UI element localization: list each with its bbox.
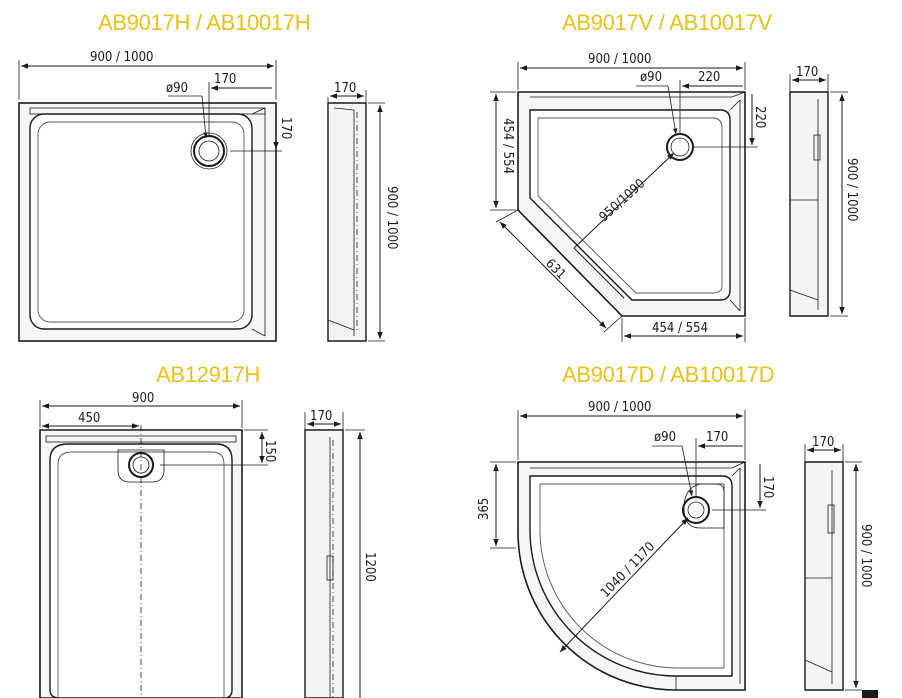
rect-tray-side-view: 170 1200 <box>304 409 377 698</box>
dim-square-width: 900 / 1000 <box>90 50 153 65</box>
quarter-tray-side-view: 170 900 / 1000 <box>804 435 873 691</box>
dim-pentagon-width: 900 / 1000 <box>588 52 651 67</box>
dim-quarter-drain: ø90 <box>654 430 676 445</box>
dim-square-offset-y: 170 <box>278 117 293 139</box>
dim-quarter-left: 365 <box>477 498 492 520</box>
dim-quarter-side-depth: 170 <box>812 435 834 450</box>
title-ab9017v: AB9017V / AB10017V <box>562 10 772 35</box>
dim-quarter-width: 900 / 1000 <box>588 400 651 415</box>
pentagon-tray-side-view: 170 900 / 1000 <box>789 65 859 317</box>
dim-square-drain: ø90 <box>166 81 188 96</box>
title-ab9017d: AB9017D / AB10017D <box>562 362 775 387</box>
dim-rect-half: 450 <box>78 411 100 426</box>
dim-pentagon-drain: ø90 <box>640 70 662 85</box>
dim-quarter-side-height: 900 / 1000 <box>858 524 873 587</box>
rect-tray-dimensions: 900 450 150 <box>39 391 277 466</box>
title-ab9017h: AB9017H / AB10017H <box>98 10 311 35</box>
square-tray-top-view <box>18 102 277 342</box>
dim-rect-offset: 150 <box>262 440 277 462</box>
dim-square-offset-x: 170 <box>214 72 236 87</box>
dim-pentagon-offset-x: 220 <box>698 70 720 85</box>
dim-pentagon-left: 454 / 554 <box>500 118 515 174</box>
square-tray-side-view: 170 900 / 1000 <box>327 81 399 342</box>
dim-pentagon-side-depth: 170 <box>796 65 818 80</box>
dim-pentagon-side-height: 900 / 1000 <box>844 158 859 221</box>
rect-tray-drain <box>117 425 165 698</box>
title-ab12917h: AB12917H <box>156 362 261 387</box>
dim-rect-side-height: 1200 <box>362 552 377 582</box>
corner-mark <box>862 690 878 698</box>
dim-quarter-offset-x: 170 <box>706 430 728 445</box>
dim-square-side-height: 900 / 1000 <box>384 186 399 249</box>
dim-pentagon-bottom: 454 / 554 <box>652 321 708 336</box>
square-tray-dimensions: 900 / 1000 170 ø90 170 <box>18 50 293 152</box>
dim-rect-side-depth: 170 <box>310 409 332 424</box>
pentagon-tray-top-view <box>517 91 746 317</box>
dim-rect-width: 900 <box>132 391 154 406</box>
dim-quarter-offset-y: 170 <box>760 476 775 498</box>
dim-square-side-depth: 170 <box>334 81 356 96</box>
dim-pentagon-front: 631 <box>542 256 568 282</box>
dim-pentagon-offset-y: 220 <box>752 106 767 128</box>
